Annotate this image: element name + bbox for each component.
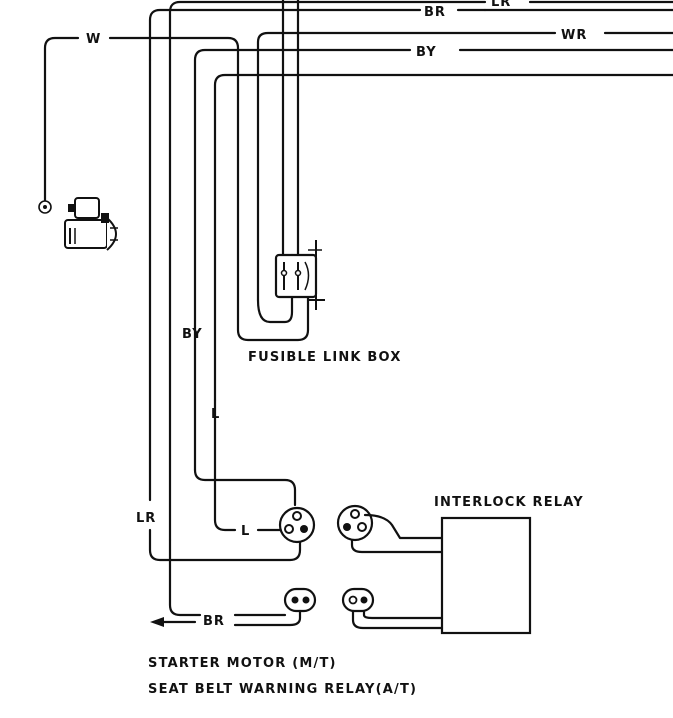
starter-terminal <box>38 200 52 214</box>
wire-l-drop <box>213 398 237 532</box>
label-br-bottom: BR <box>203 614 225 629</box>
wire-bottom-right-conn-2 <box>362 609 444 620</box>
wire-wr-loop <box>256 253 294 324</box>
wire-by-top <box>193 48 412 472</box>
wire-bottom-right-conn-1 <box>351 609 444 630</box>
fusible-link-box-icon <box>274 240 325 310</box>
starter-terminal-dot <box>43 205 47 209</box>
seat-belt-connector-left <box>283 587 317 613</box>
wire-relay-2 <box>350 538 444 554</box>
wire-lr-top <box>168 0 487 542</box>
wire-bottom-left-conn <box>233 609 302 627</box>
starter-motor-icon <box>64 197 118 251</box>
label-br-top: BR <box>424 5 446 20</box>
label-by-top: BY <box>416 45 437 60</box>
wire-lr-bottom <box>148 528 302 562</box>
caption-fusible-link-box: FUSIBLE LINK BOX <box>248 350 402 365</box>
arrow-head-icon <box>150 617 164 627</box>
wire-wr <box>256 31 557 302</box>
relay-connector-right <box>336 504 374 542</box>
interlock-relay-icon <box>440 516 532 635</box>
wire-br-top <box>148 8 422 62</box>
label-lr-side: LR <box>136 511 156 526</box>
seat-belt-connector-right <box>341 587 375 613</box>
wire-by-drop <box>193 468 297 507</box>
wire-w-right <box>108 36 310 342</box>
wire-relay-1 <box>363 513 444 540</box>
label-l-relay: L <box>241 524 250 539</box>
label-lr-top: LR <box>491 0 511 10</box>
label-by-side: BY <box>182 327 203 342</box>
caption-interlock-relay: INTERLOCK RELAY <box>434 495 584 510</box>
wire-w <box>43 36 80 202</box>
caption-starter-motor: STARTER MOTOR (M/T) <box>148 656 337 671</box>
label-wr: WR <box>561 28 587 43</box>
wire-l-top <box>213 73 673 402</box>
label-w: W <box>86 32 101 47</box>
relay-connector-left <box>278 506 316 544</box>
caption-seat-belt-relay: SEAT BELT WARNING RELAY(A/T) <box>148 682 417 697</box>
label-l-side: L <box>211 407 220 422</box>
wire-br-drop <box>168 538 202 617</box>
